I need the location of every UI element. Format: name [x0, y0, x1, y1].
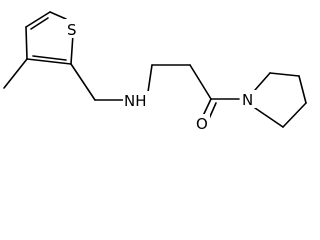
- bond-c5-c4: [25, 11, 51, 28]
- bond-c3-c2-inner: [32, 55, 67, 61]
- bond-c2-s: [70, 33, 74, 65]
- bond-c3-methyl: [3, 58, 28, 89]
- carbonyl-oxygen-label-background: [194, 114, 210, 133]
- ring-nitrogen-label-background: [240, 90, 256, 108]
- bond-s-c5: [49, 11, 67, 20]
- bond-c3-c4-ring: [298, 75, 307, 104]
- sulfur-label-background: [64, 19, 80, 38]
- molecule-canvas: S NH O N: [3, 11, 307, 133]
- bond-c4-c5-ring: [282, 102, 307, 128]
- bond-c2-ch2: [70, 63, 96, 101]
- molecule-structure: S NH O N: [3, 11, 307, 133]
- ring-nitrogen-label: N: [242, 91, 253, 109]
- bond-nh-ch2: [147, 64, 153, 93]
- bond-c5-n-ring: [254, 107, 284, 128]
- carbonyl-oxygen-label: O: [196, 115, 208, 133]
- amine-label: NH: [124, 92, 147, 110]
- amine-label-background: [123, 91, 149, 109]
- bond-c3-c2: [26, 58, 72, 65]
- bond-c2-c3-ring: [269, 72, 300, 77]
- bond-c4-c3: [25, 26, 28, 60]
- bond-c5-c4-inner: [30, 17, 49, 30]
- bond-ch2-carbonyl: [189, 64, 212, 100]
- sulfur-label: S: [67, 21, 77, 39]
- bond-n-c2-ring: [254, 72, 271, 91]
